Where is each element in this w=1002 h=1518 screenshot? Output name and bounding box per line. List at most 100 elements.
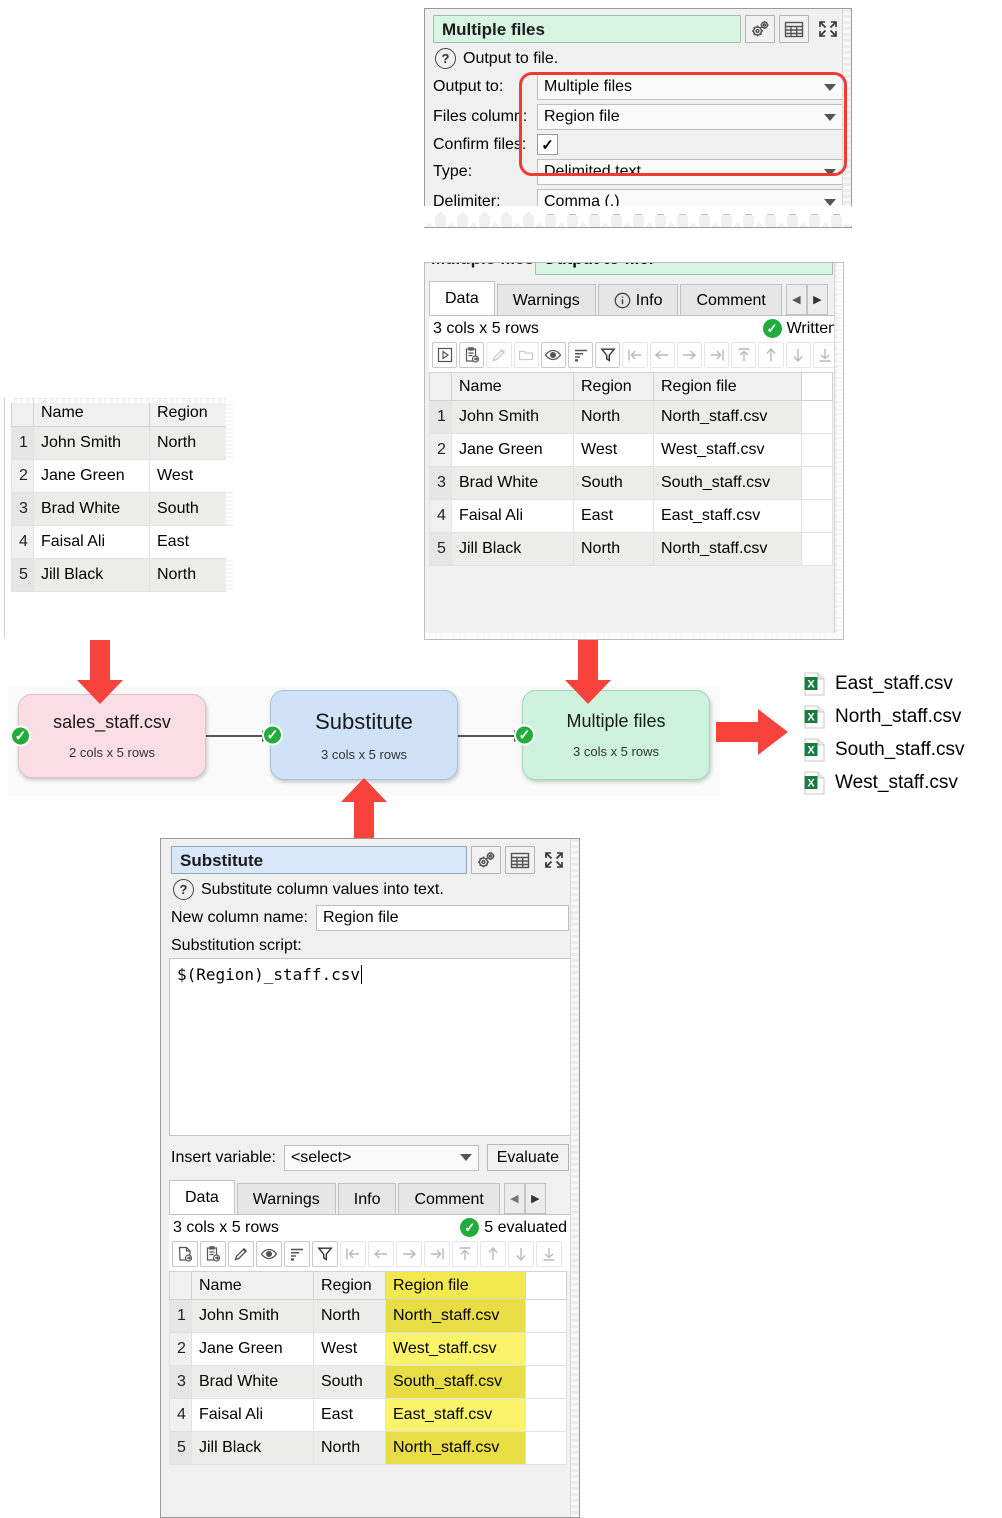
tab-scroll-left-icon[interactable]: ◀	[503, 1183, 525, 1214]
prev-row-icon[interactable]	[758, 342, 784, 368]
last-row-icon[interactable]	[812, 342, 839, 368]
table-row[interactable]: 2 Jane Green West West_staff.csv	[429, 433, 833, 467]
tab-warnings[interactable]: Warnings	[236, 1183, 336, 1214]
next-col-icon[interactable]	[396, 1241, 422, 1267]
table-row[interactable]: 4 Faisal Ali East East_staff.csv	[429, 499, 833, 533]
last-col-icon[interactable]	[424, 1241, 450, 1267]
next-col-icon[interactable]	[676, 342, 703, 368]
col-header-region[interactable]: Region	[313, 1271, 386, 1300]
tab-info[interactable]: Info	[337, 1183, 397, 1214]
col-header-region-file[interactable]: Region file	[385, 1271, 526, 1300]
cell-name[interactable]: John Smith	[33, 426, 150, 460]
cell-region[interactable]: West	[313, 1332, 386, 1366]
sort-icon[interactable]	[568, 342, 594, 368]
flow-node-multiple-files[interactable]: ✓ Multiple files 3 cols x 5 rows	[514, 690, 710, 780]
table-row[interactable]: 1 John Smith North	[11, 426, 233, 460]
confirm-files-checkbox[interactable]: ✓	[537, 134, 558, 155]
substitute-title-field[interactable]: Substitute	[171, 846, 467, 874]
prev-row-icon[interactable]	[480, 1241, 506, 1267]
cell-name[interactable]: Brad White	[33, 492, 150, 526]
tab-info[interactable]: Info	[597, 284, 679, 315]
prev-col-icon[interactable]	[649, 342, 675, 368]
help-icon[interactable]: ?	[173, 879, 194, 900]
cell-region[interactable]: East	[149, 525, 233, 559]
folder-icon[interactable]	[513, 342, 539, 368]
cell-name[interactable]: Jill Black	[33, 558, 150, 592]
cell-name[interactable]: Jane Green	[451, 433, 574, 467]
table-row[interactable]: 5 Jill Black North	[11, 558, 233, 592]
new-icon[interactable]	[172, 1241, 198, 1267]
eye-icon[interactable]	[256, 1241, 282, 1267]
cell-region-file[interactable]: West_staff.csv	[653, 433, 802, 467]
table-row[interactable]: 1 John Smith North North_staff.csv	[169, 1299, 567, 1333]
last-row-icon[interactable]	[536, 1241, 562, 1267]
cell-name[interactable]: Faisal Ali	[451, 499, 574, 533]
type-dropdown[interactable]: Delimited text	[537, 159, 843, 185]
cell-name[interactable]: Brad White	[191, 1365, 314, 1399]
table-row[interactable]: 1 John Smith North North_staff.csv	[429, 400, 833, 434]
cell-region[interactable]: North	[149, 426, 233, 460]
table-row[interactable]: 4 Faisal Ali East East_staff.csv	[169, 1398, 567, 1432]
tab-scroll-left-icon[interactable]: ◀	[785, 284, 807, 315]
flow-node-substitute[interactable]: ✓ Substitute 3 cols x 5 rows	[262, 690, 458, 780]
cell-name[interactable]: Faisal Ali	[33, 525, 150, 559]
eye-icon[interactable]	[540, 342, 567, 368]
col-header-region[interactable]: Region	[573, 372, 654, 401]
list-item[interactable]: X South_staff.csv	[804, 738, 965, 762]
col-header-name[interactable]: Name	[451, 372, 574, 401]
table-row[interactable]: 3 Brad White South	[11, 492, 233, 526]
paste-icon[interactable]	[459, 342, 485, 368]
list-item[interactable]: X North_staff.csv	[804, 705, 965, 729]
dialog-scrollbar[interactable]	[842, 9, 851, 227]
last-col-icon[interactable]	[704, 342, 730, 368]
cell-region[interactable]: South	[149, 492, 233, 526]
output-dialog-title-field[interactable]: Multiple files	[433, 15, 741, 43]
cell-region[interactable]: South	[313, 1365, 386, 1399]
sort-icon[interactable]	[284, 1241, 310, 1267]
cell-region-file[interactable]: North_staff.csv	[653, 532, 802, 566]
expand-icon[interactable]	[539, 846, 569, 874]
cell-region-file[interactable]: North_staff.csv	[653, 400, 802, 434]
cell-region[interactable]: East	[313, 1398, 386, 1432]
table-row[interactable]: 2 Jane Green West West_staff.csv	[169, 1332, 567, 1366]
cell-name[interactable]: John Smith	[191, 1299, 314, 1333]
run-icon[interactable]	[432, 342, 458, 368]
tab-data[interactable]: Data	[169, 1180, 235, 1214]
edit-icon[interactable]	[228, 1241, 254, 1267]
first-col-icon[interactable]	[340, 1241, 366, 1267]
output-to-dropdown[interactable]: Multiple files	[537, 74, 843, 100]
tab-scroll-right-icon[interactable]: ▶	[806, 284, 828, 315]
table-icon[interactable]	[779, 15, 809, 43]
gears-icon[interactable]	[471, 846, 501, 874]
substitute-dialog-scrollbar[interactable]	[570, 839, 579, 1517]
cell-name[interactable]: John Smith	[451, 400, 574, 434]
cell-region-file[interactable]: North_staff.csv	[385, 1299, 526, 1333]
table-row[interactable]: 5 Jill Black North North_staff.csv	[169, 1431, 567, 1465]
tab-data[interactable]: Data	[429, 281, 495, 315]
cell-region[interactable]: North	[573, 400, 654, 434]
paste-icon[interactable]	[200, 1241, 226, 1267]
table-icon[interactable]	[505, 846, 535, 874]
table-row[interactable]: 3 Brad White South South_staff.csv	[429, 466, 833, 500]
tab-comment[interactable]: Comment	[398, 1183, 500, 1214]
list-item[interactable]: X East_staff.csv	[804, 672, 965, 696]
new-column-name-input[interactable]: Region file	[315, 905, 569, 931]
cell-region-file[interactable]: North_staff.csv	[385, 1431, 526, 1465]
cell-region-file[interactable]: West_staff.csv	[385, 1332, 526, 1366]
first-col-icon[interactable]	[622, 342, 648, 368]
cell-name[interactable]: Faisal Ali	[191, 1398, 314, 1432]
cell-region[interactable]: North	[313, 1431, 386, 1465]
table-row[interactable]: 2 Jane Green West	[11, 459, 233, 493]
tab-scroll-right-icon[interactable]: ▶	[524, 1183, 546, 1214]
edit-icon[interactable]	[486, 342, 512, 368]
cell-region[interactable]: North	[573, 532, 654, 566]
cell-name[interactable]: Jill Black	[191, 1431, 314, 1465]
files-column-dropdown[interactable]: Region file	[537, 104, 843, 130]
cell-region-file[interactable]: South_staff.csv	[385, 1365, 526, 1399]
cell-name[interactable]: Jane Green	[33, 459, 150, 493]
table-row[interactable]: 3 Brad White South South_staff.csv	[169, 1365, 567, 1399]
cell-region-file[interactable]: South_staff.csv	[653, 466, 802, 500]
cell-region[interactable]: West	[573, 433, 654, 467]
substitution-script-textarea[interactable]: $(Region)_staff.csv	[169, 958, 571, 1136]
cell-name[interactable]: Jill Black	[451, 532, 574, 566]
